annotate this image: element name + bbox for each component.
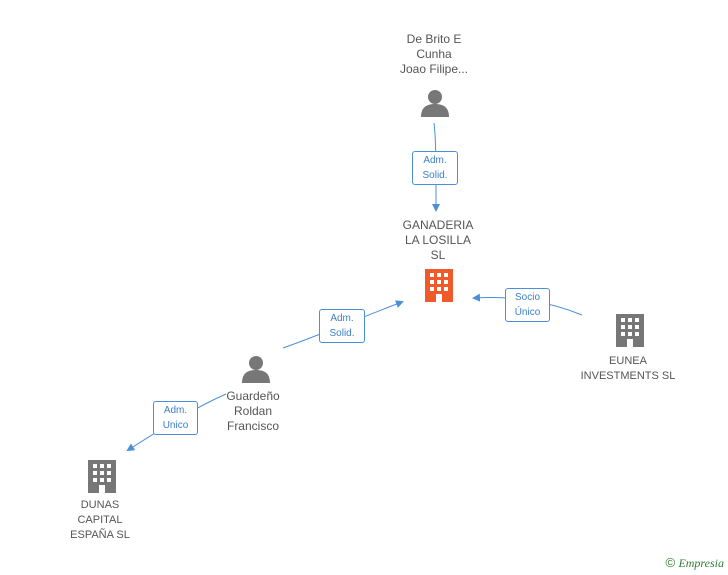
- edge-label-top[interactable]: Adm. Solid.: [412, 151, 458, 185]
- copyright-symbol: ©: [665, 555, 676, 570]
- person-icon[interactable]: [421, 90, 449, 117]
- edge-label-line: Adm.: [423, 155, 447, 166]
- label-line: CAPITAL: [77, 514, 123, 526]
- edge-label-line: Unico: [162, 420, 189, 431]
- label-line: Joao Filipe...: [399, 62, 469, 76]
- edge-label-eunea[interactable]: Socio Único: [505, 288, 550, 322]
- edge-label-line: Socio: [514, 292, 540, 303]
- brand-logo-text: Empresia: [678, 556, 724, 570]
- edge-label-mid[interactable]: Adm. Solid.: [319, 309, 365, 343]
- edge-label-dunas[interactable]: Adm. Unico: [153, 401, 198, 435]
- label-line: GANADERIA: [402, 218, 474, 232]
- label-line: Roldan: [233, 404, 273, 418]
- edge-label-line: Solid.: [422, 170, 448, 181]
- edge-label-line: Único: [514, 307, 541, 318]
- building-icon[interactable]: [616, 314, 644, 347]
- edge-label-line: Adm.: [330, 313, 354, 324]
- label-line: SL: [430, 248, 446, 262]
- label-line: LA LOSILLA: [404, 233, 472, 247]
- edge-label-line: Adm.: [163, 405, 188, 416]
- label-line: Cunha: [416, 47, 452, 61]
- center-company-label[interactable]: GANADERIA LA LOSILLA SL: [378, 218, 498, 263]
- label-line: INVESTMENTS SL: [580, 370, 676, 382]
- person-top-label[interactable]: De Brito E Cunha Joao Filipe...: [374, 32, 494, 77]
- label-line: ESPAÑA SL: [70, 529, 130, 541]
- label-line: DUNAS: [80, 499, 120, 511]
- label-line: Francisco: [226, 419, 279, 433]
- center-building-icon[interactable]: [425, 269, 453, 302]
- label-line: Guardeño: [226, 389, 280, 403]
- label-line: EUNEA: [609, 355, 647, 367]
- brand-watermark: © Empresia: [666, 555, 725, 571]
- dunas-label[interactable]: DUNAS CAPITAL ESPAÑA SL: [40, 498, 160, 543]
- person-icon[interactable]: [242, 356, 270, 383]
- label-line: De Brito E: [406, 32, 462, 46]
- eunea-label[interactable]: EUNEA INVESTMENTS SL: [568, 354, 688, 384]
- person-mid-label[interactable]: Guardeño Roldan Francisco: [193, 389, 313, 434]
- building-icon[interactable]: [88, 460, 116, 493]
- edge-label-line: Solid.: [329, 328, 355, 339]
